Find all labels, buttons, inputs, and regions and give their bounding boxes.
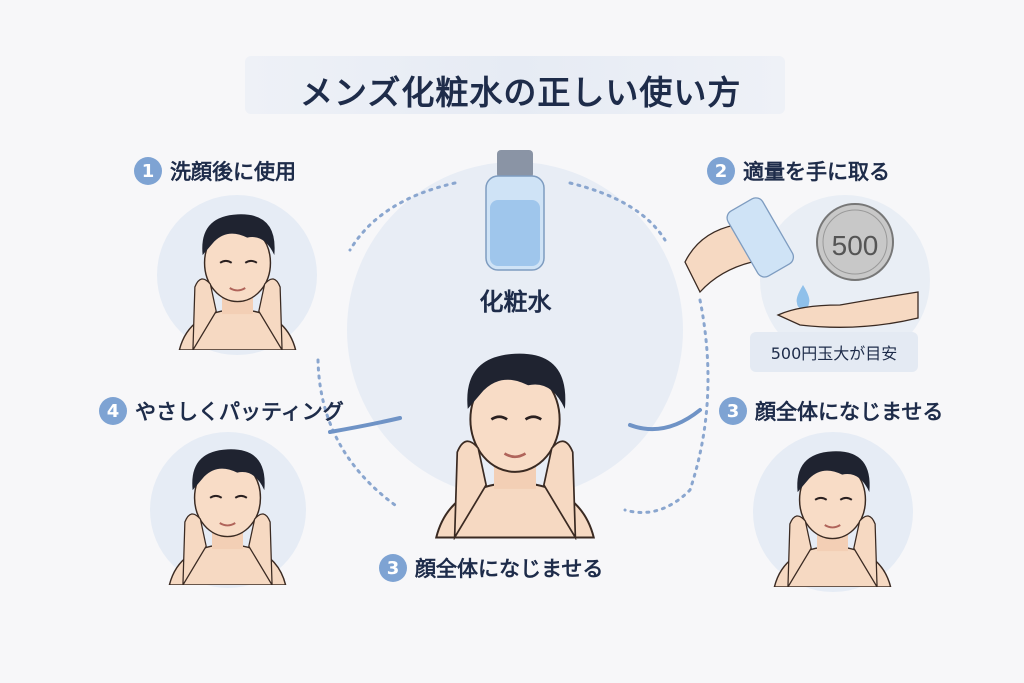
page-title: メンズ化粧水の正しい使い方 [300, 73, 742, 112]
step-number-badge: 3 [719, 397, 747, 425]
svg-text:500: 500 [832, 230, 879, 261]
lotion-bottle-icon [485, 150, 545, 271]
step-number-badge: 3 [379, 554, 407, 582]
step-2: 2 適量を手に取る [707, 156, 890, 186]
step-3: 3 顔全体になじませる [719, 396, 943, 426]
center-circle [347, 162, 683, 498]
step-number-badge: 2 [707, 157, 735, 185]
step-number-badge: 1 [134, 157, 162, 185]
title-banner [245, 56, 785, 114]
amount-note: 500円玉大が目安 [750, 332, 918, 372]
step-number-badge: 4 [99, 397, 127, 425]
double-arrow [628, 408, 702, 432]
step-label: 洗顔後に使用 [170, 160, 296, 184]
lotion-label: 化粧水 [479, 288, 552, 316]
step-1: 1 洗顔後に使用 [134, 156, 296, 186]
step-label: 顔全体になじませる [415, 557, 604, 581]
drop-icon [796, 285, 810, 309]
receiving-hand [776, 291, 919, 328]
step-4: 4 やさしくパッティング [99, 396, 344, 426]
step-label: 適量を手に取る [743, 160, 890, 184]
coin-500-icon: 500 [816, 203, 894, 281]
step-label: 顔全体になじませる [755, 400, 944, 424]
arrow-to-center [328, 416, 402, 434]
tilted-bottle [726, 197, 795, 278]
flow-arrows [316, 181, 710, 514]
step-3-bottom: 3 顔全体になじませる [379, 553, 603, 583]
step-label: やさしくパッティング [135, 400, 344, 424]
